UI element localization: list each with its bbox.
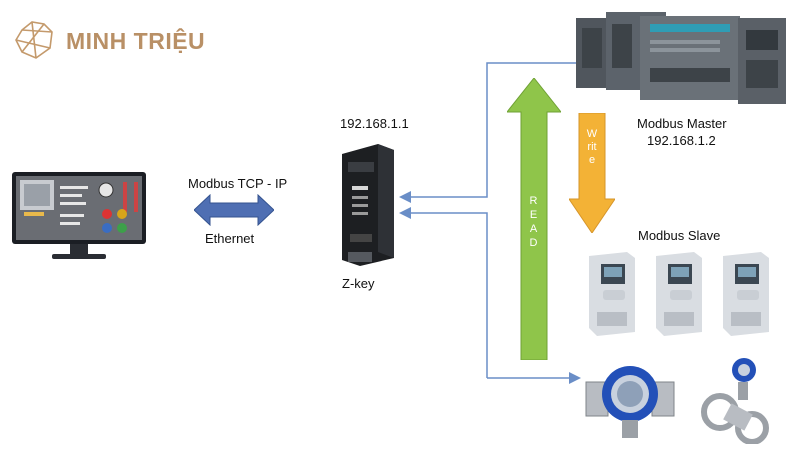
zkey-gateway-icon xyxy=(342,144,394,266)
zkey-name-label: Z-key xyxy=(342,276,375,291)
read-arrow-label: READ xyxy=(529,195,539,249)
siemens-plc-icon xyxy=(576,12,786,104)
crystal-logo-icon xyxy=(15,21,53,59)
abb-drive-icon xyxy=(589,252,635,336)
zkey-ip-label: 192.168.1.1 xyxy=(340,116,409,131)
read-arrow xyxy=(507,78,561,360)
write-arrow xyxy=(569,113,615,233)
master-ip-label: 192.168.1.2 xyxy=(647,133,716,148)
modbus-master-label: Modbus Master xyxy=(637,116,727,131)
hmi-monitor-icon xyxy=(12,172,146,259)
protocol-label: Modbus TCP - IP xyxy=(188,176,288,191)
abb-drive-icon xyxy=(723,252,769,336)
modbus-slave-label: Modbus Slave xyxy=(638,228,721,243)
flow-transmitter-icon xyxy=(701,358,769,444)
link-devices-to-zkey xyxy=(399,207,488,378)
brand-name: MINH TRIỆU xyxy=(66,28,206,54)
ethernet-bidirectional-arrow xyxy=(194,194,274,226)
link-plc-to-zkey xyxy=(399,62,586,203)
ethernet-label: Ethernet xyxy=(205,231,255,246)
write-arrow-label: Write xyxy=(586,128,598,166)
pressure-transmitter-icon xyxy=(585,366,675,438)
abb-drive-icon xyxy=(656,252,702,336)
